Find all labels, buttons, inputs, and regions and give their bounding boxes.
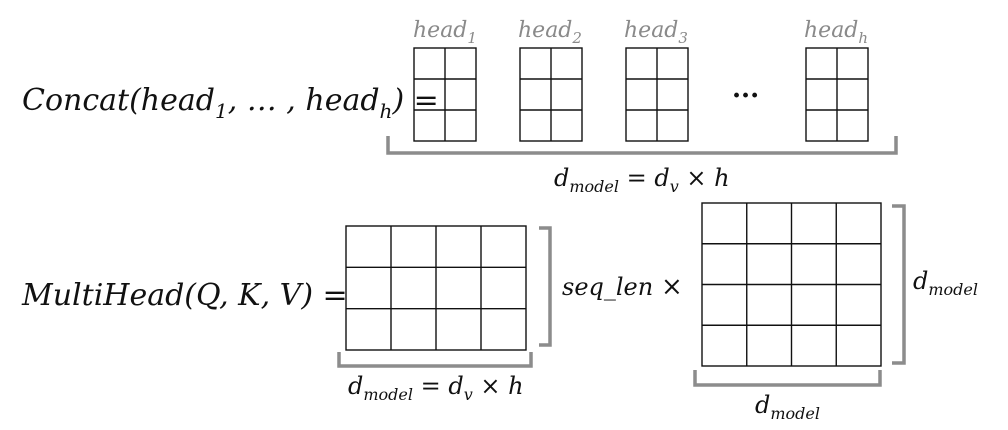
seq-len-label: seq_len	[562, 273, 653, 301]
head-grid-2	[519, 47, 583, 142]
right-matrix	[701, 202, 882, 367]
head-grid-h	[805, 47, 869, 142]
left-matrix	[345, 225, 527, 351]
right-matrix-row-brace	[892, 204, 906, 365]
ellipsis: ···	[732, 81, 759, 111]
left-matrix-dim-label: dmodel = dv × h	[348, 372, 524, 404]
multihead-equation-lhs: MultiHead(Q, K, V) =	[21, 278, 348, 313]
head-label-h: headh	[804, 18, 868, 47]
right-matrix-bottom-label: dmodel	[755, 391, 820, 423]
left-matrix-col-brace	[337, 352, 533, 368]
head-label-2: head2	[518, 18, 582, 47]
concat-equation-lhs: Concat(head1, … , headh) =	[22, 83, 439, 123]
head-grid-3	[625, 47, 689, 142]
head-label-1: head1	[413, 18, 477, 47]
right-matrix-col-brace	[693, 370, 882, 387]
concat-brace	[386, 136, 898, 155]
left-matrix-row-brace	[539, 226, 552, 347]
right-matrix-side-label: dmodel	[913, 267, 978, 299]
times-sign: ×	[661, 272, 683, 302]
head-grid-1	[413, 47, 477, 142]
head-label-3: head3	[624, 18, 688, 47]
concat-dim-label: dmodel = dv × h	[554, 164, 730, 196]
